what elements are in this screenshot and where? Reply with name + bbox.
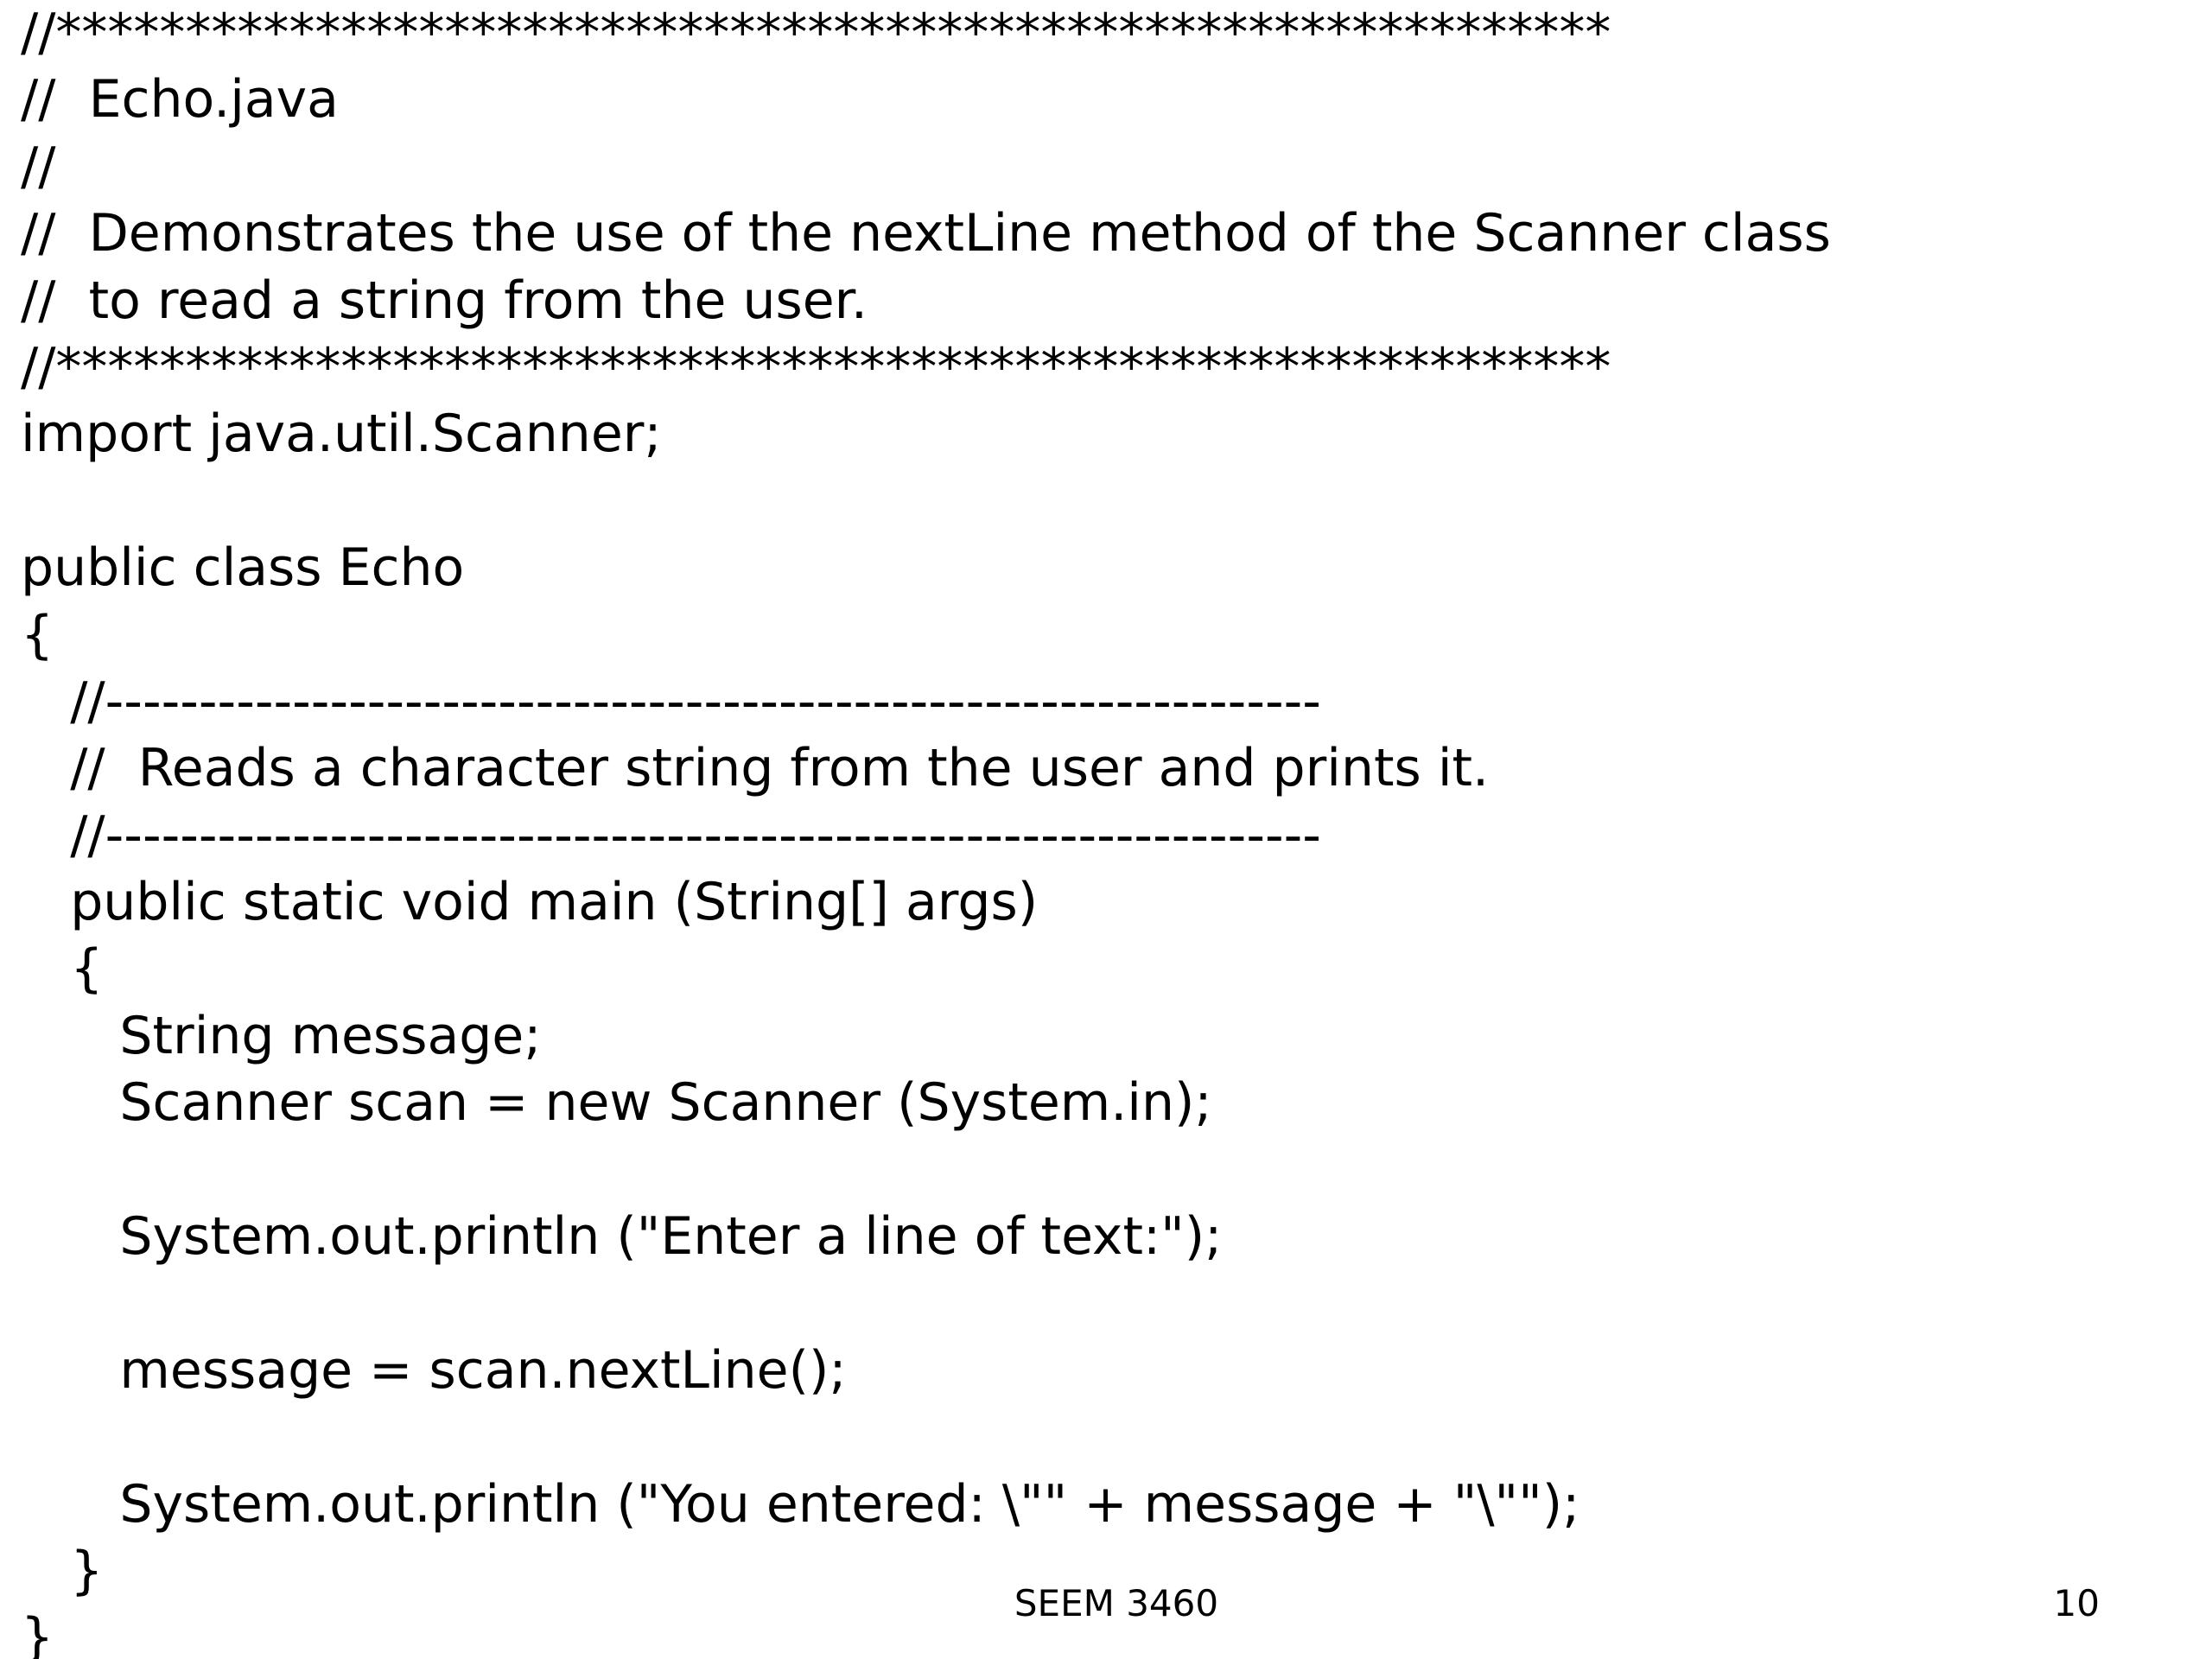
code-line-header-rule-top: //**************************************… [21, 3, 1611, 63]
code-line-create-scanner: Scanner scan = new Scanner (System.in); [21, 1072, 1212, 1134]
code-line-empty [21, 1404, 2198, 1471]
footer-page-number: 10 [2053, 1582, 2100, 1624]
code-line-print-message: System.out.println ("You entered: \"" + … [21, 1473, 1580, 1535]
footer-course-label: SEEM 3460 [1014, 1582, 1219, 1624]
code-line-method-comment: // Reads a character string from the use… [21, 738, 1490, 799]
code-line-class-declaration: public class Echo [21, 537, 465, 599]
code-line-header-rule-bottom: //**************************************… [21, 336, 1611, 397]
code-line-import: import java.util.Scanner; [21, 404, 662, 465]
code-line-main-open-brace: { [21, 938, 104, 1000]
code-listing: //**************************************… [21, 0, 2198, 1659]
code-line-blank-comment: // [21, 136, 56, 197]
code-line-empty [21, 468, 2198, 535]
code-line-main-signature: public static void main (String[] args) [21, 872, 1039, 933]
code-line-main-close-brace: } [21, 1540, 104, 1601]
code-line-method-rule-top: //--------------------------------------… [21, 671, 1321, 732]
code-line-method-rule-bottom: //--------------------------------------… [21, 804, 1321, 866]
code-line-empty [21, 1270, 2198, 1337]
code-line-read-line: message = scan.nextLine(); [21, 1339, 847, 1401]
code-line-empty [21, 1137, 2198, 1204]
code-line-class-close-brace: } [21, 1607, 54, 1659]
code-line-description-1: // Demonstrates the use of the nextLine … [21, 203, 1831, 264]
code-line-filename-comment: // Echo.java [21, 69, 339, 130]
code-line-print-prompt: System.out.println ("Enter a line of tex… [21, 1206, 1223, 1268]
code-line-description-2: // to read a string from the user. [21, 270, 868, 331]
code-line-declare-message: String message; [21, 1005, 542, 1066]
code-line-class-open-brace: { [21, 604, 54, 665]
